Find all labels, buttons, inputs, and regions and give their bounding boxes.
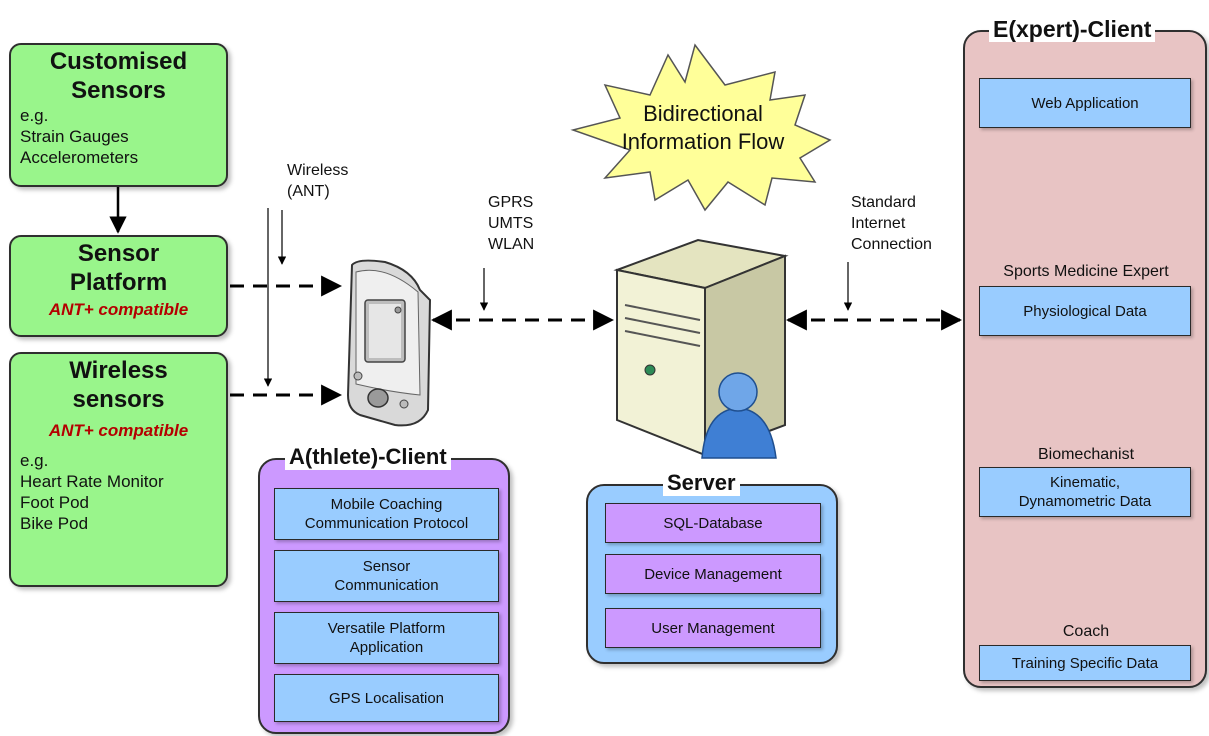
sensor-platform-box: Sensor Platform ANT+ compatible [9,235,228,337]
customised-sensors-box: Customised Sensors e.g. Strain Gauges Ac… [9,43,228,187]
wireless-ant-label: Wireless (ANT) [287,162,349,200]
wireless-sensors-title: Wireless sensors [69,357,168,413]
expert-item-physiological-data: Physiological Data [979,286,1191,336]
athlete-item-gps: GPS Localisation [274,674,499,722]
customised-sensors-title: Customised Sensors [49,48,188,104]
expert-item-kinematic-data: Kinematic, Dynamometric Data [979,467,1191,517]
gprs-umts-wlan-label: GPRS UMTS WLAN [488,194,535,253]
athlete-item-sensor-communication: Sensor Communication [274,550,499,602]
starburst-shape [570,43,832,212]
athlete-item-platform-application: Versatile Platform Application [274,612,499,664]
role-biomechanist: Biomechanist [1037,446,1135,463]
server-item-sql: SQL-Database [605,503,821,543]
server-item-device-management: Device Management [605,554,821,594]
wireless-sensors-text: e.g. Heart Rate Monitor Foot Pod Bike Po… [20,451,164,533]
expert-client-title: E(xpert)-Client [989,16,1156,42]
server-title: Server [663,470,740,496]
sensor-platform-title: Sensor Platform [69,240,168,296]
sensor-platform-note: ANT+ compatible [48,300,189,319]
expert-client-group [963,30,1207,688]
pda-device-icon [346,259,432,427]
role-sports-medicine-expert: Sports Medicine Expert [1003,263,1169,280]
customised-sensors-text: e.g. Strain Gauges Accelerometers [20,106,139,167]
expert-item-training-data: Training Specific Data [979,645,1191,681]
expert-item-web-application: Web Application [979,78,1191,128]
server-item-user-management: User Management [605,608,821,648]
athlete-item-protocol: Mobile Coaching Communication Protocol [274,488,499,540]
starburst-label: Bidirectional Information Flow [621,101,785,154]
wireless-sensors-note: ANT+ compatible [48,421,189,440]
user-icon [701,372,777,459]
role-coach: Coach [1062,623,1110,640]
wireless-sensors-box: Wireless sensors ANT+ compatible e.g. He… [9,352,228,587]
internet-connection-label: Standard Internet Connection [851,194,932,253]
athlete-client-title: A(thlete)-Client [285,444,451,470]
